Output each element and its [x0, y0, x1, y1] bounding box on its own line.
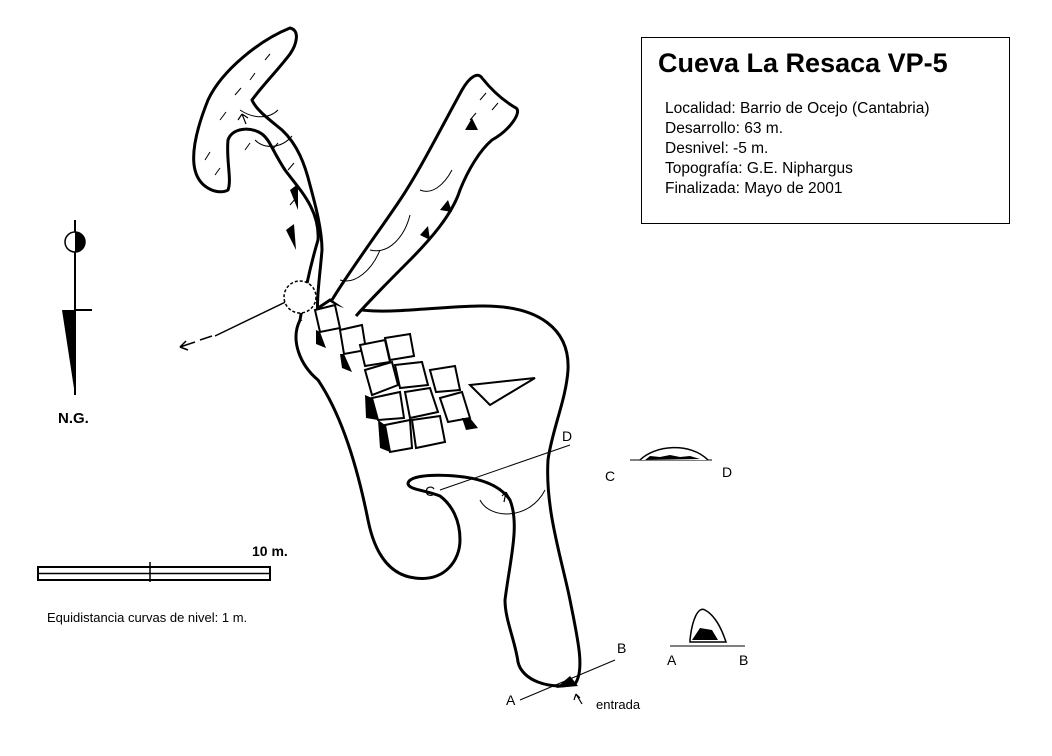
profile-cd-label-c: C	[605, 468, 616, 484]
info-desnivel: Desnivel: -5 m.	[665, 140, 769, 157]
profile-cd-label-d: D	[722, 464, 733, 480]
profile-cd-floor	[645, 455, 700, 460]
info-localidad: Localidad: Barrio de Ocejo (Cantabria)	[665, 100, 930, 117]
contour-line	[339, 249, 381, 282]
junction-marker	[283, 280, 317, 314]
cave-outline-nw-branch	[192, 26, 324, 321]
map-title: Cueva La Resaca VP-5	[658, 48, 948, 78]
section-label-d: D	[562, 428, 573, 444]
entrance-arrow	[573, 693, 583, 705]
scale-bar	[37, 562, 271, 582]
contour-line	[239, 109, 279, 118]
profile-ab-label-a: A	[667, 652, 677, 668]
contour-line	[254, 135, 293, 147]
chamber-spike	[467, 377, 536, 407]
cave-outline-ne-branch	[330, 73, 519, 317]
entrance-label: entrada	[596, 697, 641, 712]
info-finalizada: Finalizada: Mayo de 2001	[665, 180, 843, 197]
profile-ab-label-b: B	[739, 652, 749, 668]
slope-arrow	[501, 491, 510, 503]
section-label-c: C	[425, 483, 436, 499]
contour-line	[419, 169, 453, 192]
survey-line-west	[214, 295, 299, 337]
contour-line	[369, 214, 411, 252]
west-continuation-arrow	[179, 335, 213, 351]
entrance-mark	[556, 676, 578, 688]
section-label-a: A	[506, 692, 516, 708]
north-label: N.G.	[58, 410, 89, 427]
info-box: Cueva La Resaca VP-5 Localidad: Barrio d…	[641, 37, 1010, 224]
wall-detail-ne	[286, 118, 478, 250]
contour-line	[479, 489, 546, 515]
contour-note: Equidistancia curvas de nivel: 1 m.	[47, 610, 248, 625]
boulder-field	[313, 303, 472, 454]
boulder-shadows	[316, 330, 478, 452]
north-arrow	[62, 220, 92, 395]
profile-ab-floor	[692, 628, 718, 640]
cave-outline-main	[294, 298, 582, 688]
section-line-ab	[519, 659, 616, 701]
scale-label: 10 m.	[252, 543, 288, 559]
section-line-cd	[439, 444, 571, 491]
section-label-b: B	[617, 640, 627, 656]
info-desarrollo: Desarrollo: 63 m.	[665, 120, 784, 137]
info-topografia: Topografía: G.E. Niphargus	[665, 160, 853, 177]
slope-arrow	[237, 113, 249, 125]
slope-hatching-nw	[204, 53, 499, 206]
